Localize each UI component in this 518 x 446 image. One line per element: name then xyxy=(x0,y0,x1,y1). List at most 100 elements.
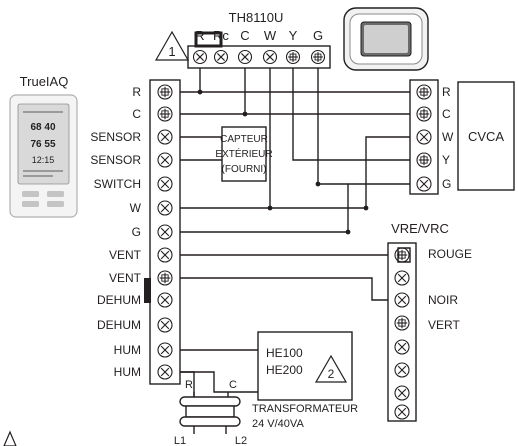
transformer: R C L1 L2 TRANSFORMATEUR 24 V/40VA xyxy=(174,379,358,446)
terminal-screw-icon xyxy=(394,385,410,401)
thermostat-terminal-strip xyxy=(187,45,331,69)
sensor-line-1: CAPTEUR xyxy=(220,134,268,145)
terminal-screw-icon xyxy=(157,129,173,145)
humidifier: HE100 HE200 2 xyxy=(257,331,353,401)
thermostat-model-label: TH8110U xyxy=(229,10,284,25)
terminal-screw-icon xyxy=(192,49,208,65)
terminal-screw-icon xyxy=(157,200,173,216)
humidifier-line-2: HE200 xyxy=(266,363,303,377)
note-2-number: 2 xyxy=(328,367,335,381)
terminal-screw-icon xyxy=(394,339,410,355)
terminal-screw-icon xyxy=(157,247,173,263)
trueiaq-terminal-label: G xyxy=(132,225,141,239)
vre-title: VRE/VRC xyxy=(391,221,449,236)
wiring xyxy=(180,66,418,399)
terminal-screw-icon xyxy=(157,292,173,308)
trueiaq-button xyxy=(22,191,39,197)
trueiaq-terminal-label: SENSOR xyxy=(90,130,141,144)
trueiaq-button xyxy=(47,191,64,197)
junction-dot xyxy=(242,111,248,117)
vre-vrc-unit: VRE/VRC ROUGE NOIR VERT xyxy=(387,221,472,422)
trueiaq-terminal-label: W xyxy=(130,201,142,215)
terminal-screw-icon xyxy=(416,84,432,100)
thermostat-terminal-label: R xyxy=(195,28,204,43)
junction-dot xyxy=(197,89,203,95)
terminal-screw-icon xyxy=(157,176,173,192)
trueiaq-screen-line-2: 76 55 xyxy=(30,139,55,150)
terminal-screw-icon xyxy=(394,362,410,378)
terminal-screw-icon xyxy=(394,315,410,331)
terminal-screw-icon xyxy=(394,292,410,308)
trueiaq-terminal-label: SWITCH xyxy=(94,177,141,191)
sensor-line-2: EXTÉRIEUR xyxy=(215,147,272,160)
transformer-top-coil xyxy=(179,396,241,407)
terminal-screw-icon xyxy=(157,317,173,333)
trueiaq-screen-line-1: 68 40 xyxy=(30,122,55,133)
junction-dot xyxy=(267,205,273,211)
jumper-r-rc xyxy=(194,31,223,48)
trueiaq-screen xyxy=(17,103,70,185)
trueiaq-title: TrueIAQ xyxy=(20,74,69,89)
note-2-triangle xyxy=(314,354,348,383)
terminal-screw-icon xyxy=(213,49,229,65)
trueiaq-terminal-label: HUM xyxy=(114,365,141,379)
sensor-outline xyxy=(221,126,267,182)
trueiaq-terminal-label: DEHUM xyxy=(97,318,141,332)
note-1-triangle xyxy=(154,30,190,61)
wire-thermostat-y xyxy=(292,66,418,161)
wire-vent-2 xyxy=(180,277,398,301)
trueiaq-terminal-label: VENT xyxy=(109,248,142,262)
transformer-lead-l1: L1 xyxy=(174,435,186,446)
wire-hum-2 xyxy=(180,371,258,393)
junction-dots xyxy=(197,89,369,235)
transformer-bottom-coil xyxy=(179,416,241,427)
note-triangle-partial xyxy=(3,430,17,446)
junction-dot xyxy=(363,205,369,211)
terminal-screw-icon xyxy=(416,152,432,168)
trueiaq-button xyxy=(47,201,64,207)
cvca-box xyxy=(457,81,515,191)
transformer-line-2: 24 V/40VA xyxy=(252,418,304,430)
terminal-screw-icon xyxy=(157,84,173,100)
terminal-screw-icon xyxy=(157,224,173,240)
transformer-line-1: TRANSFORMATEUR xyxy=(252,403,358,415)
transformer-core xyxy=(185,405,235,418)
trueiaq-terminal-label: R xyxy=(132,85,141,99)
terminal-screw-icon xyxy=(262,49,278,65)
thermostat-terminal-label: W xyxy=(264,28,277,43)
terminal-screw-icon xyxy=(285,49,301,65)
thermostat-terminal-label: G xyxy=(313,28,323,43)
terminal-screw-icon xyxy=(394,247,410,263)
terminal-screw-icon xyxy=(416,176,432,192)
transformer-terminal-r: R xyxy=(185,379,193,391)
cvca-label: CVCA xyxy=(468,129,504,144)
terminal-screw-icon xyxy=(394,404,410,420)
junction-dot xyxy=(345,229,351,235)
thermostat-terminal-label: Y xyxy=(289,28,298,43)
terminal-screw-icon xyxy=(310,49,326,65)
vre-label-noir: NOIR xyxy=(428,293,458,307)
outdoor-sensor: CAPTEUR EXTÉRIEUR (FOURNI) xyxy=(215,126,273,182)
cvca-terminal-label: C xyxy=(442,107,451,121)
cvca-terminal-label: Y xyxy=(442,153,450,167)
thermostat-terminal-label: C xyxy=(240,28,249,43)
trueiaq-device: TrueIAQ 68 40 76 55 12:15 xyxy=(9,74,78,218)
vre-label-vert: VERT xyxy=(428,318,460,332)
terminal-screw-icon xyxy=(157,106,173,122)
terminal-screw-icon xyxy=(416,106,432,122)
thermostat-terminal-label: Rc xyxy=(213,28,229,43)
humidifier-line-1: HE100 xyxy=(266,346,303,360)
trueiaq-terminal-label: SENSOR xyxy=(90,153,141,167)
vre-label-rouge: ROUGE xyxy=(428,247,472,261)
terminal-screw-icon xyxy=(416,129,432,145)
trueiaq-terminal-label: HUM xyxy=(114,343,141,357)
terminal-screw-icon xyxy=(237,49,253,65)
jumper-vent-dehum xyxy=(144,278,151,303)
sensor-line-3: (FOURNI) xyxy=(222,164,267,175)
trueiaq-terminal-label: VENT xyxy=(109,271,142,285)
trueiaq-button xyxy=(22,201,39,207)
transformer-terminal-c: C xyxy=(229,379,237,391)
cvca-terminal-label: R xyxy=(442,85,451,99)
